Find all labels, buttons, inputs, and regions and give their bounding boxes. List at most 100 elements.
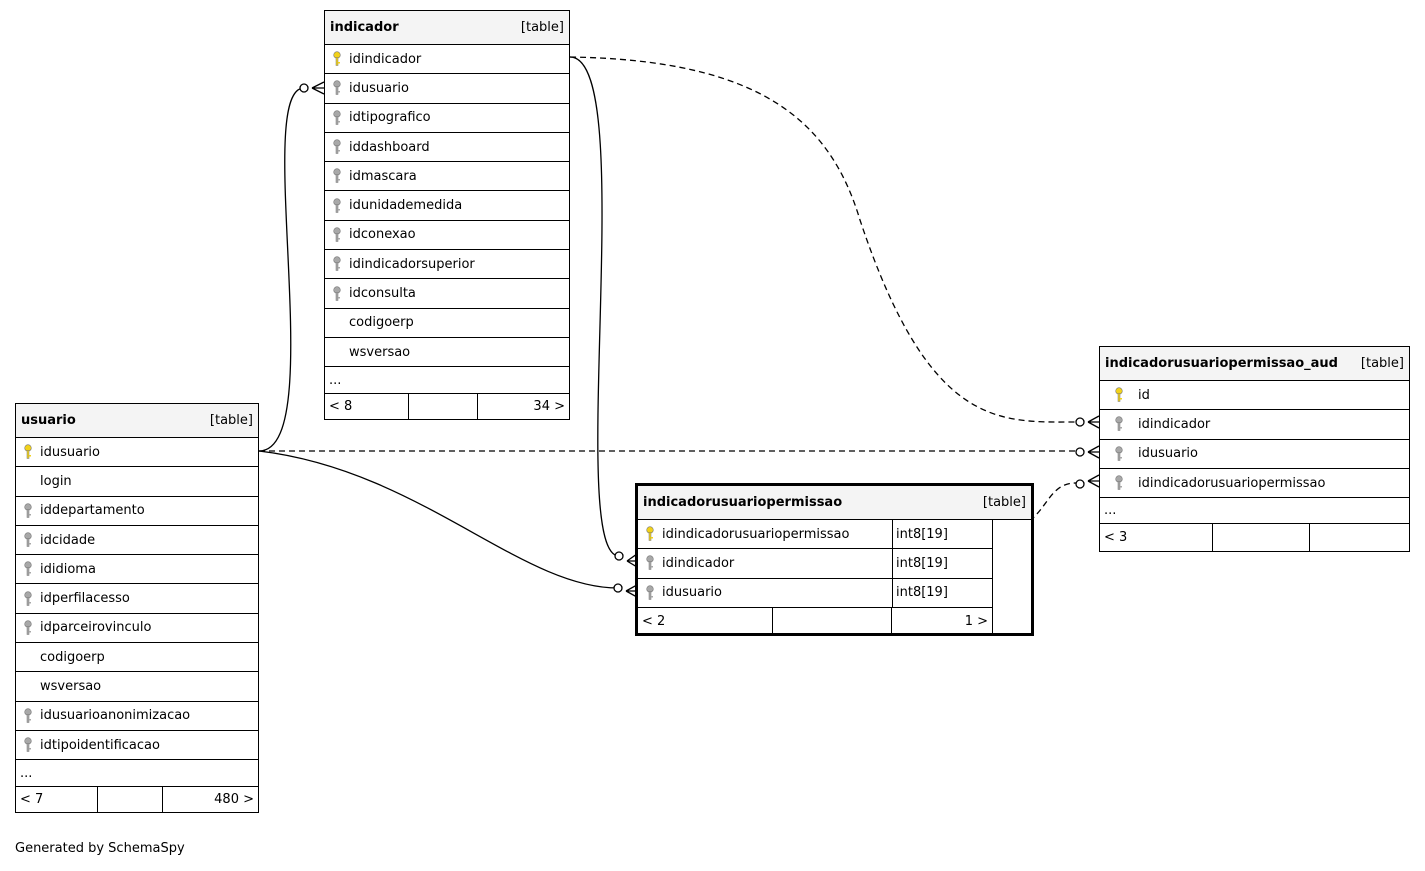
column-name: idindicador	[662, 555, 735, 571]
foreign-key-icon	[1100, 446, 1138, 462]
parents-count[interactable]: < 8	[329, 399, 353, 415]
rel-iup-aud	[991, 482, 1077, 533]
table-footer: < 7 480 >	[16, 787, 258, 813]
column-row[interactable]: wsversao	[325, 338, 569, 368]
column-row[interactable]: idmascara	[325, 162, 569, 192]
column-row[interactable]: codigoerp	[325, 309, 569, 338]
column-row[interactable]: idindicador	[1100, 410, 1409, 440]
foreign-key-icon	[16, 591, 40, 607]
column-type: int8[19]	[892, 520, 992, 549]
column-type: int8[19]	[892, 549, 992, 578]
table-name: indicadorusuariopermissao_aud	[1105, 356, 1338, 371]
column-row[interactable]: idperfilacesso	[16, 584, 258, 614]
table-name: indicadorusuariopermissao	[643, 495, 843, 510]
column-row[interactable]: idconexao	[325, 221, 569, 251]
column-name: idusuario	[349, 80, 409, 96]
column-name: ididioma	[40, 561, 96, 577]
table-indicadorusuariopermissao-aud[interactable]: indicadorusuariopermissao_aud [table] id…	[1099, 346, 1410, 553]
column-row[interactable]: idindicadorsuperior	[325, 250, 569, 280]
column-row[interactable]: idindicadorusuariopermissao	[1100, 469, 1409, 499]
column-row[interactable]: login	[16, 467, 258, 497]
table-tag: [table]	[520, 20, 564, 35]
column-row[interactable]: iddashboard	[325, 133, 569, 163]
column-name: idparceirovinculo	[40, 620, 152, 636]
column-row[interactable]: idusuario	[1100, 440, 1409, 469]
column-row[interactable]: idusuarioanonimizacao	[16, 702, 258, 731]
column-name: idusuario	[40, 444, 100, 460]
column-row[interactable]: idindicador int8[19]	[638, 549, 992, 579]
table-indicador[interactable]: indicador [table] idindicador idusuario id…	[324, 10, 570, 421]
parents-count[interactable]: < 3	[1104, 530, 1128, 546]
column-row[interactable]: idindicador	[325, 45, 569, 75]
column-name: idmascara	[349, 168, 417, 184]
column-name: idindicadorusuariopermissao	[662, 526, 850, 542]
children-count[interactable]: 480 >	[214, 792, 254, 808]
foreign-key-icon	[1100, 475, 1138, 491]
children-count[interactable]: 34 >	[533, 399, 565, 415]
table-tag: [table]	[209, 413, 253, 428]
foreign-key-icon	[16, 532, 40, 548]
primary-key-icon	[325, 51, 349, 67]
table-name: usuario	[21, 413, 76, 428]
column-row[interactable]: idunidademedida	[325, 191, 569, 221]
column-row[interactable]: idtipoidentificacao	[16, 731, 258, 761]
column-name: iddashboard	[349, 139, 430, 155]
column-name: codigoerp	[349, 315, 414, 331]
column-row[interactable]: idcidade	[16, 526, 258, 556]
rel-usuario-indicador	[258, 87, 305, 452]
column-row[interactable]: idindicadorusuariopermissao int8[19]	[638, 520, 992, 550]
table-header: indicadorusuariopermissao [table]	[638, 486, 1031, 520]
rows-cell	[1212, 524, 1310, 552]
column-name: idperfilacesso	[40, 591, 130, 607]
column-name: login	[40, 473, 72, 489]
column-name: idindicador	[1138, 416, 1211, 432]
column-name: idcidade	[40, 532, 96, 548]
table-header: indicadorusuariopermissao_aud [table]	[1100, 347, 1409, 381]
foreign-key-icon	[16, 620, 40, 636]
foreign-key-icon	[325, 285, 349, 302]
column-row[interactable]: codigoerp	[16, 643, 258, 673]
foreign-key-icon	[16, 708, 40, 724]
table-header: indicador [table]	[325, 11, 569, 45]
table-usuario[interactable]: usuario [table] idusuario login iddepartam…	[15, 403, 259, 814]
primary-key-icon	[1100, 387, 1138, 403]
foreign-key-icon	[638, 555, 662, 571]
more-columns: ...	[1100, 498, 1409, 525]
primary-key-icon	[638, 526, 662, 542]
column-name: id	[1138, 387, 1150, 403]
column-row[interactable]: ididioma	[16, 555, 258, 585]
column-name: idtipografico	[349, 110, 431, 126]
table-indicadorusuariopermissao[interactable]: indicadorusuariopermissao [table] idindi…	[635, 483, 1034, 636]
parents-count[interactable]: < 7	[20, 792, 44, 808]
children-count[interactable]: 1 >	[964, 614, 988, 630]
foreign-key-icon	[325, 227, 349, 243]
table-tag: [table]	[1360, 356, 1404, 371]
column-row[interactable]: id	[1100, 381, 1409, 411]
table-footer: < 2 1 >	[638, 607, 992, 636]
column-row[interactable]: idusuario	[16, 438, 258, 468]
column-name: idusuarioanonimizacao	[40, 708, 191, 724]
column-row[interactable]: idtipografico	[325, 104, 569, 133]
table-footer: < 3	[1100, 524, 1409, 552]
column-row[interactable]: idusuario	[325, 74, 569, 104]
rel-indicador-iup	[569, 56, 620, 557]
rel-indicador-aud	[569, 56, 1077, 423]
column-name: codigoerp	[40, 649, 105, 665]
column-name: idindicadorsuperior	[349, 256, 475, 272]
children-count[interactable]	[1310, 524, 1409, 551]
column-row[interactable]: wsversao	[16, 672, 258, 702]
foreign-key-icon	[325, 168, 349, 184]
rows-cell	[408, 394, 478, 420]
table-tag: [table]	[982, 495, 1026, 510]
parents-count[interactable]: < 2	[642, 614, 666, 630]
column-row[interactable]: iddepartamento	[16, 497, 258, 526]
column-name: idtipoidentificacao	[40, 737, 160, 753]
foreign-key-icon	[16, 503, 40, 519]
column-row[interactable]: idconsulta	[325, 279, 569, 309]
column-name: wsversao	[349, 344, 411, 360]
rel-usuario-iup	[258, 450, 619, 589]
column-name: iddepartamento	[40, 503, 145, 519]
column-row[interactable]: idparceirovinculo	[16, 614, 258, 644]
foreign-key-icon	[325, 80, 349, 96]
